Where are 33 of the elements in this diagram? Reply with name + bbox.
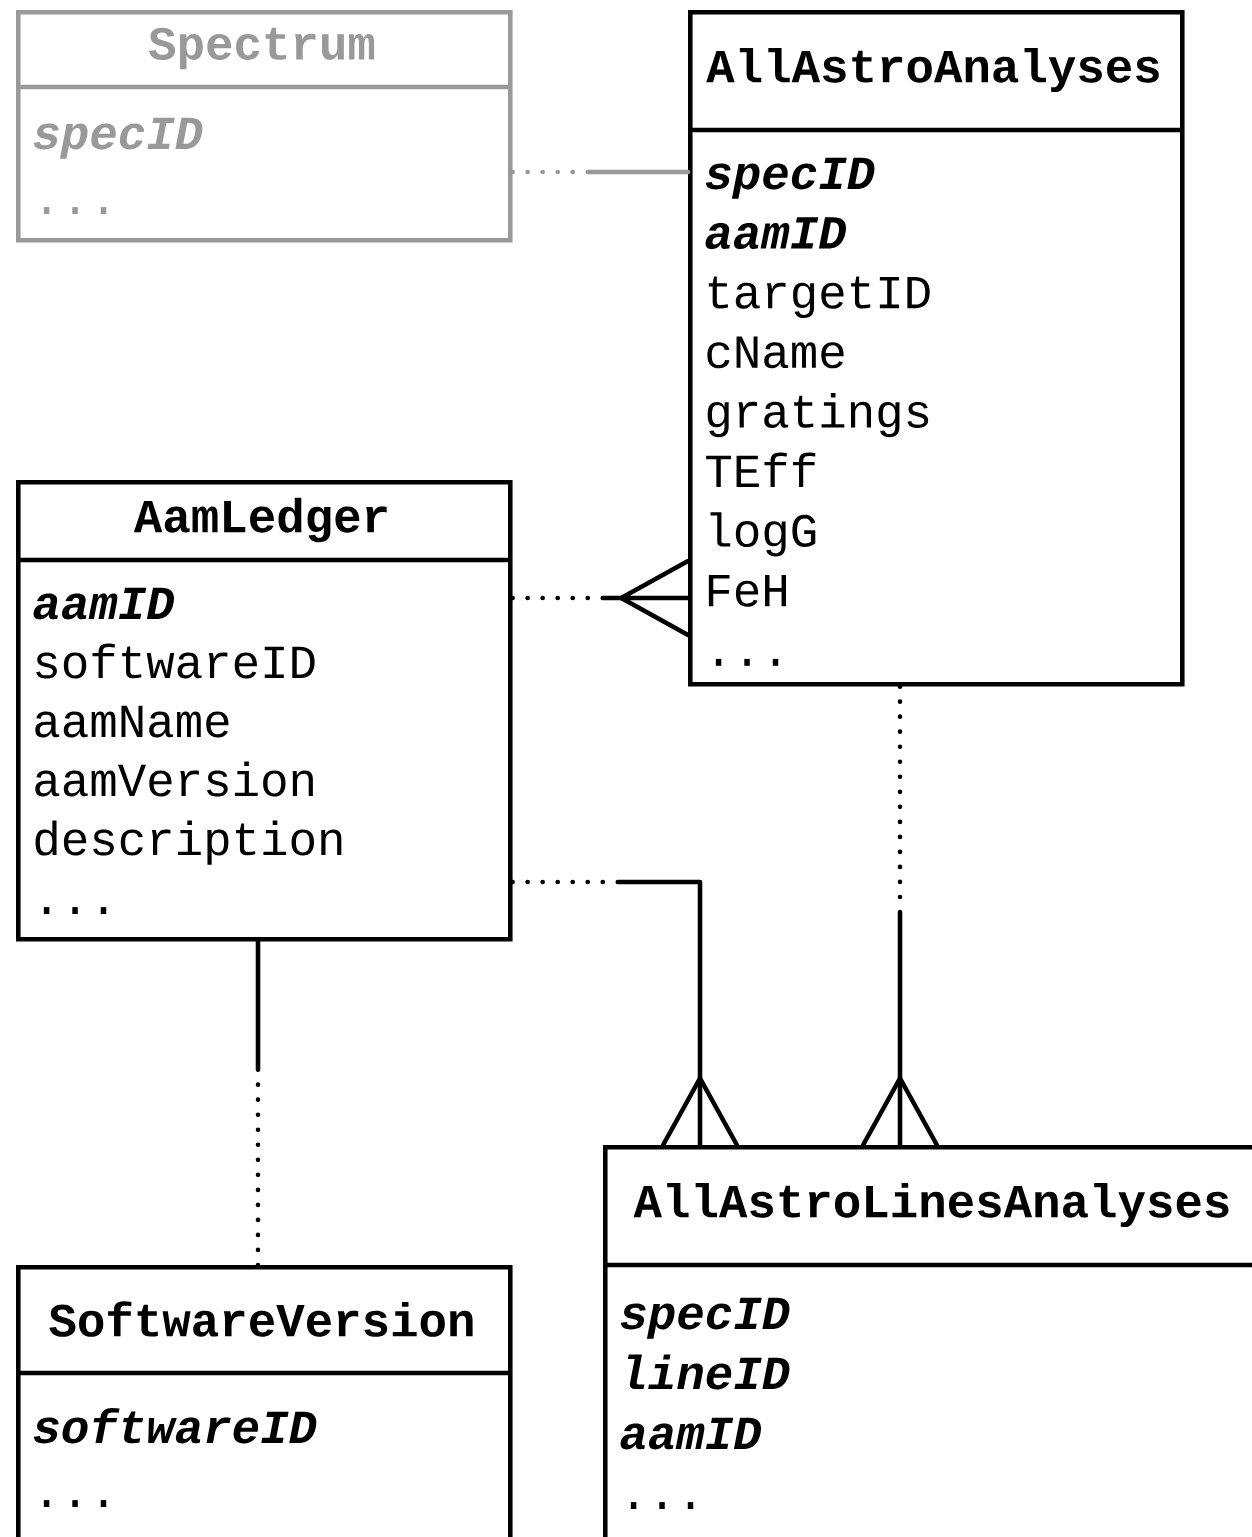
field-name: specID: [705, 157, 875, 199]
field-name: aamID: [620, 1417, 761, 1450]
relationship-line: [510, 169, 691, 175]
table-title: SoftwareVersion: [49, 1301, 473, 1337]
relationship-line: [860, 684, 940, 1148]
field-name: aamID: [705, 217, 846, 250]
table-title: AamLedger: [133, 497, 387, 543]
field-name: description: [35, 820, 342, 865]
field-name: softwareID: [36, 643, 315, 679]
field-name: cName: [707, 336, 844, 369]
relationship-line: [255, 939, 261, 1268]
field-name: FeH: [708, 574, 786, 607]
table-title: AllAstroAnalyses: [706, 47, 1159, 93]
field-name: specID: [33, 117, 203, 159]
table-title: Spectrum: [149, 27, 375, 70]
field-name: ...: [43, 207, 107, 214]
field-name: aamID: [33, 587, 174, 620]
field-name: ...: [43, 907, 107, 914]
field-name: lineID: [627, 1354, 790, 1390]
field-name: targetID: [708, 276, 930, 319]
field-name: aamVersion: [35, 761, 313, 797]
table-title: AllAstroLinesAnalyses: [633, 1182, 1229, 1228]
field-name: ...: [630, 1502, 694, 1509]
field-name: TEff: [706, 452, 816, 487]
relationship-line: [510, 879, 740, 1148]
relationship-line: [510, 558, 691, 638]
field-name: gratings: [707, 393, 929, 438]
field-name: ...: [43, 1500, 107, 1507]
field-name: aamName: [35, 705, 229, 738]
field-name: logG: [710, 512, 816, 557]
field-name: specID: [620, 1297, 790, 1339]
field-name: softwareID: [33, 1407, 317, 1444]
field-name: ...: [715, 658, 779, 666]
